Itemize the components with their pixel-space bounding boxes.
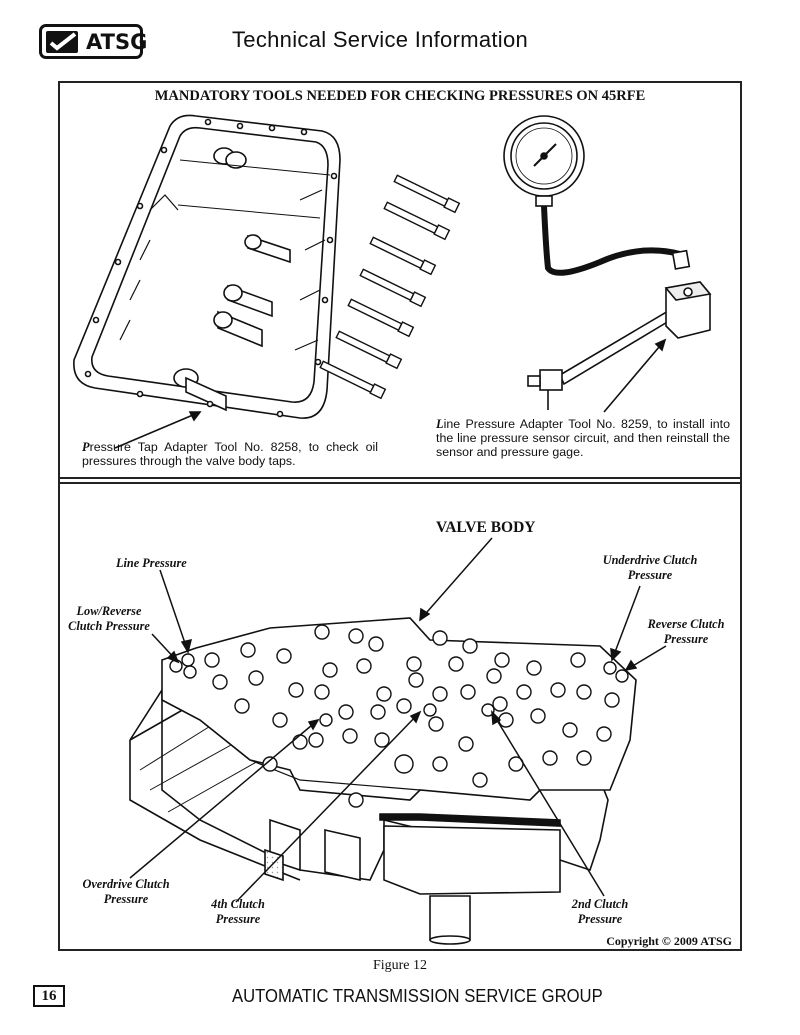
atsg-logo: ATSG: [39, 24, 147, 59]
label-overdrive-line2: Pressure: [103, 892, 149, 906]
figure-caption: Figure 12: [372, 958, 428, 973]
pressure-gauge: [503, 115, 691, 276]
label-low-reverse-line2: Clutch Pressure: [68, 619, 150, 633]
label-2nd-line2: Pressure: [577, 912, 623, 926]
label-4th-line1: 4th Clutch: [211, 897, 265, 911]
label-2nd-clutch: 2nd Clutch Pressure: [560, 897, 640, 927]
page-header-title: Technical Service Information: [232, 27, 529, 52]
label-line-pressure: Line Pressure: [116, 556, 187, 571]
label-underdrive-clutch: Underdrive Clutch Pressure: [594, 553, 706, 583]
label-underdrive-line1: Underdrive Clutch: [602, 553, 698, 567]
label-4th-line2: Pressure: [215, 912, 261, 926]
label-4th-clutch: 4th Clutch Pressure: [198, 897, 278, 927]
top-arrows: [114, 338, 667, 449]
section-divider-2: [58, 482, 742, 484]
valve-arrows: [129, 537, 667, 903]
logo-text: ATSG: [86, 30, 148, 54]
label-overdrive-line1: Overdrive Clutch: [82, 877, 170, 891]
label-low-reverse-line1: Low/Reverse: [76, 604, 142, 618]
label-line-pressure-text: Line Pressure: [116, 556, 187, 570]
label-reverse-clutch: Reverse Clutch Pressure: [638, 617, 734, 647]
page-number: 16: [33, 985, 65, 1007]
footer-org-name: AUTOMATIC TRANSMISSION SERVICE GROUP: [232, 985, 603, 1006]
oil-pan-illustration: [73, 114, 341, 419]
valve-body-bolts: [169, 624, 629, 808]
label-underdrive-line2: Pressure: [627, 568, 673, 582]
valve-body-illustration: [129, 617, 637, 945]
pressure-tap-caption-initial: P: [82, 440, 90, 454]
label-reverse-line1: Reverse Clutch: [647, 617, 725, 631]
copyright-notice: Copyright © 2009 ATSG: [606, 934, 732, 948]
line-pressure-adapter: [527, 281, 712, 410]
label-reverse-line2: Pressure: [663, 632, 709, 646]
section-divider: [58, 477, 742, 479]
label-low-reverse-clutch: Low/Reverse Clutch Pressure: [64, 604, 154, 634]
pressure-tap-caption-text: ressure Tap Adapter Tool No. 8258, to ch…: [82, 440, 378, 468]
label-2nd-line1: 2nd Clutch: [571, 897, 629, 911]
line-pressure-caption: Line Pressure Adapter Tool No. 8259, to …: [436, 417, 730, 459]
checkmark-logo-icon: [46, 31, 78, 53]
tools-section-title: MANDATORY TOOLS NEEDED FOR CHECKING PRES…: [154, 88, 646, 104]
line-pressure-caption-initial: L: [436, 417, 444, 431]
pressure-tap-caption: Pressure Tap Adapter Tool No. 8258, to c…: [82, 440, 378, 468]
line-pressure-caption-text: ine Pressure Adapter Tool No. 8259, to i…: [436, 417, 730, 459]
label-overdrive-clutch: Overdrive Clutch Pressure: [74, 877, 178, 907]
figure-frame: [58, 81, 742, 951]
valve-body-title: VALVE BODY: [436, 519, 536, 536]
tap-adapter-tools: [319, 174, 461, 400]
